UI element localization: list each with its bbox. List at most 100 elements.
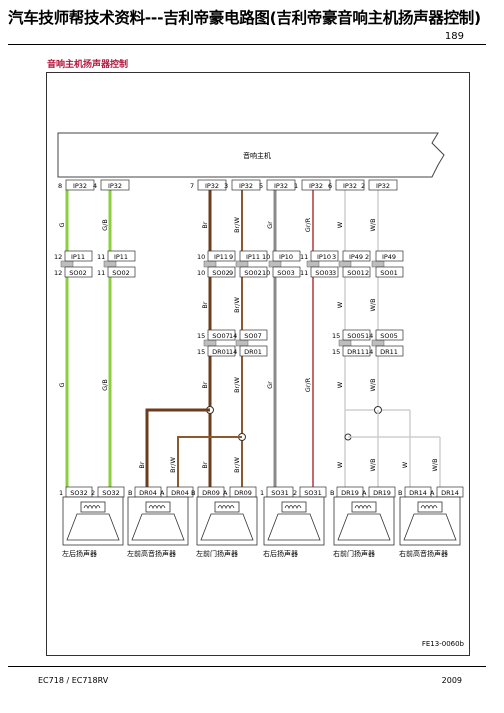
top-connector-box <box>197 179 227 191</box>
figure-code: FE13-0060b <box>421 640 464 648</box>
top-pin-number: 4 <box>93 182 97 190</box>
wire-color-label: Br <box>201 221 209 228</box>
inline-connector-top-pin: 10 <box>262 253 270 261</box>
wire-color-label: W <box>336 461 344 468</box>
inline-connector-bottom-label: SO02 <box>69 269 87 277</box>
speaker-cone-icon <box>66 513 120 541</box>
inline-connector-top-box <box>272 250 301 262</box>
speaker-symbol <box>127 496 189 546</box>
wire-color-label: W/B <box>369 298 377 311</box>
inline-connector-bottom-label: SO01 <box>380 269 398 277</box>
speaker-pin-letter: A <box>362 489 367 497</box>
inline-connector-top-label: IP49 <box>382 253 396 261</box>
inline-connector-top-box <box>107 250 136 262</box>
wire-color-label: W/B <box>369 378 377 391</box>
speaker-connector-label: DR09 <box>234 489 252 497</box>
door-connector-top-pin: 14 <box>229 332 237 340</box>
speaker-symbol <box>196 496 258 546</box>
wire-color-label: Gr/R <box>304 217 312 232</box>
wire-color-label: Gr/R <box>304 377 312 392</box>
wire-color-label: Br <box>201 461 209 468</box>
inline-connector-top-box <box>375 250 404 262</box>
inline-connector-separator <box>60 260 74 268</box>
top-connector-box <box>368 179 398 191</box>
top-connector-label: IP32 <box>108 182 122 190</box>
door-connector-top-pin: 15 <box>197 332 205 340</box>
speaker-connector-label: DR09 <box>202 489 220 497</box>
speaker-label: 右前门扬声器 <box>333 549 375 558</box>
top-connector-label: IP32 <box>376 182 390 190</box>
inline-connector-top-label: IP49 <box>349 253 363 261</box>
wire-color-label: Br/W <box>233 217 241 233</box>
top-connector-label: IP32 <box>309 182 323 190</box>
top-connector-box <box>100 179 130 191</box>
speaker-pin-letter: B <box>398 489 402 497</box>
top-connector-box <box>231 179 261 191</box>
wire-color-label: Gr <box>266 381 274 389</box>
wire-color-label: W/B <box>369 458 377 471</box>
inline-connector-bottom-box <box>107 266 136 278</box>
wire-color-label: G/B <box>101 379 109 391</box>
inline-connector-bottom-pin: 9 <box>229 269 233 277</box>
inline-connector-bottom-pin: 12 <box>54 269 62 277</box>
inline-connector-top-pin: 11 <box>300 253 308 261</box>
inline-connector-bottom-label: SO03 <box>277 269 295 277</box>
speaker-label: 右前高音扬声器 <box>399 549 448 558</box>
door-connector-top-label: SO05 <box>380 332 398 340</box>
footer-model: EC718 / EC718RV <box>38 676 109 685</box>
inline-connector-bottom-pin: 11 <box>97 269 105 277</box>
inline-connector-bottom-box <box>310 266 339 278</box>
door-connector-top-box <box>207 329 236 341</box>
top-connector-label: IP32 <box>343 182 357 190</box>
inline-connector-bottom-pin: 3 <box>332 269 336 277</box>
speaker-connector-label: DR19 <box>341 489 359 497</box>
door-connector-bottom-label: DR01 <box>212 348 230 356</box>
door-connector-top-pin: 15 <box>332 332 340 340</box>
door-connector-separator <box>235 339 249 347</box>
door-connector-bottom-pin: 14 <box>229 348 237 356</box>
inline-connector-separator <box>235 260 249 268</box>
inline-connector-bottom-pin: 10 <box>197 269 205 277</box>
wire-color-label: Br/W <box>169 457 177 473</box>
door-connector-top-label: SO07 <box>212 332 230 340</box>
speaker-pin-letter: B <box>128 489 132 497</box>
wire-color-label: Br <box>138 461 146 468</box>
inline-connector-top-label: IP11 <box>71 253 85 261</box>
speaker-connector-label: SO31 <box>304 489 322 497</box>
top-pin-number: 3 <box>224 182 228 190</box>
inline-connector-top-label: IP11 <box>246 253 260 261</box>
door-connector-bottom-box <box>375 345 404 357</box>
speaker-connector-label: SO31 <box>271 489 289 497</box>
speaker-pin-letter: 1 <box>260 489 264 497</box>
speaker-coil-icon <box>148 505 166 510</box>
top-pin-number: 8 <box>58 182 62 190</box>
inline-connector-bottom-pin: 2 <box>365 269 369 277</box>
wire-color-label: Br <box>201 301 209 308</box>
inline-connector-bottom-box <box>375 266 404 278</box>
inline-connector-separator <box>371 260 385 268</box>
wire-color-label: G <box>58 382 66 387</box>
speaker-cone-icon <box>337 513 391 541</box>
wire-BrW-branch <box>177 436 242 487</box>
inline-connector-top-pin: 12 <box>54 253 62 261</box>
speaker-label: 左前门扬声器 <box>196 549 238 558</box>
wire-color-label: W/B <box>369 218 377 231</box>
door-connector-bottom-box <box>342 345 371 357</box>
top-pin-number: 6 <box>328 182 332 190</box>
top-connector-label: IP32 <box>205 182 219 190</box>
speaker-label: 右后扬声器 <box>263 549 298 558</box>
speaker-pin-letter: 1 <box>59 489 63 497</box>
speaker-coil-icon <box>420 505 438 510</box>
door-connector-separator <box>371 339 385 347</box>
footer-year: 2009 <box>441 676 462 685</box>
inline-connector-bottom-label: SO02 <box>212 269 230 277</box>
wire-color-label: W <box>401 461 409 468</box>
speaker-cone-icon <box>403 513 457 541</box>
top-pin-number: 5 <box>259 182 263 190</box>
speaker-pin-letter: A <box>430 489 435 497</box>
speaker-cone-icon <box>200 513 254 541</box>
inline-connector-top-pin: 11 <box>97 253 105 261</box>
inline-connector-bottom-label: SO02 <box>112 269 130 277</box>
speaker-pin-letter: B <box>191 489 195 497</box>
head-unit-label: 音响主机 <box>243 151 271 160</box>
